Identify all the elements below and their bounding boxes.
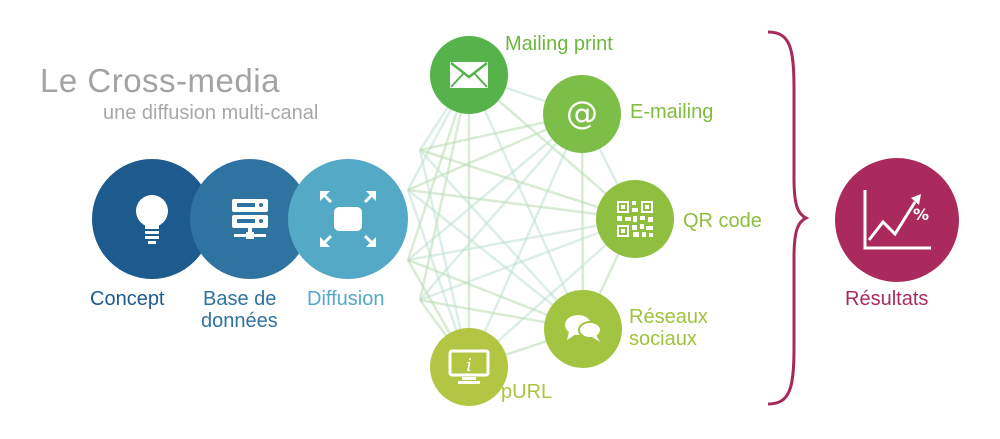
percent-sign: % — [913, 205, 929, 224]
results-label: Résultats — [845, 288, 929, 310]
e-mailing-label: E-mailing — [630, 101, 714, 123]
database-label-line2: données — [201, 310, 278, 332]
svg-text:@: @ — [566, 94, 598, 132]
social-networks-label-line2: sociaux — [629, 328, 697, 350]
lightbulb-icon — [136, 195, 168, 244]
social-networks-node — [544, 290, 622, 368]
qr-code-node — [596, 180, 674, 258]
growth-chart-icon: % — [863, 190, 931, 250]
purl-label: pURL — [501, 381, 553, 403]
diffusion-circle — [288, 159, 408, 279]
diffusion-label: Diffusion — [307, 288, 385, 310]
purl-node: i — [430, 328, 508, 406]
server-icon — [232, 199, 268, 239]
curly-brace — [767, 30, 810, 406]
expand-icon — [320, 191, 376, 247]
chat-bubbles-icon — [565, 315, 602, 342]
concept-label: Concept — [90, 288, 165, 310]
page-subtitle: une diffusion multi-canal — [103, 102, 319, 124]
envelope-icon — [450, 62, 488, 88]
info-monitor-icon: i — [448, 349, 490, 384]
connection-line — [467, 113, 584, 368]
connection-line — [467, 74, 585, 330]
results-circle: % — [835, 158, 959, 282]
mailing-print-label: Mailing print — [505, 33, 613, 55]
qr-code-label: QR code — [683, 210, 762, 232]
mailing-print-node — [430, 36, 508, 114]
social-networks-label-line1: Réseaux — [629, 306, 708, 328]
database-circle — [190, 159, 310, 279]
page-title: Le Cross-media — [40, 62, 280, 99]
database-label-line1: Base de — [203, 288, 277, 310]
e-mailing-node: @ — [543, 75, 621, 153]
at-icon: @ — [566, 94, 598, 132]
svg-text:i: i — [466, 355, 472, 376]
qr-code-icon — [617, 201, 653, 237]
